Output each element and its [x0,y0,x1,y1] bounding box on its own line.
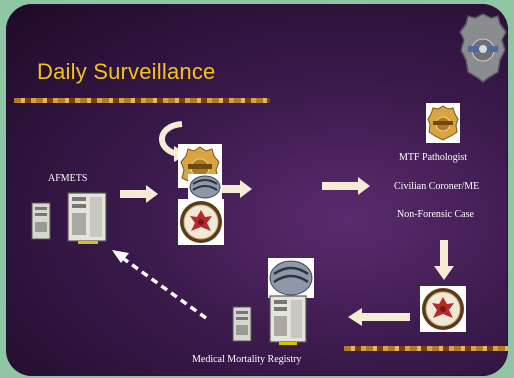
arrow-down [434,240,454,280]
decorative-band-bottom [344,346,508,351]
gray-badge-icon [459,13,507,83]
badge-icon [426,103,460,143]
slide: Daily Surveillance [6,4,508,376]
seal-icon [420,286,466,332]
server-icon [269,295,307,345]
flow-arrows [112,121,454,326]
arrow-left-to-registry [348,308,410,326]
server-icon [31,202,51,240]
gray-badge-icon [268,258,314,298]
civilian-coroner-label: Civilian Coroner/ME [394,181,480,192]
mtf-pathologist-label: MTF Pathologist [399,152,468,163]
server-icon [232,306,252,342]
gray-badge-icon [188,174,222,200]
arrow-afmets-to-center [120,185,158,203]
seal-icon [178,199,224,245]
non-forensic-case-label: Non-Forensic Case [397,209,474,220]
server-icon [67,192,107,244]
slide-title: Daily Surveillance [37,59,216,84]
medical-mortality-registry-label: Medical Mortality Registry [192,354,302,365]
decorative-band-top [14,98,270,103]
arrow-to-mtf [322,177,370,195]
dashed-arrow-back [112,250,208,320]
arrow-center-right [218,180,252,198]
afmets-label: AFMETS [48,173,88,184]
